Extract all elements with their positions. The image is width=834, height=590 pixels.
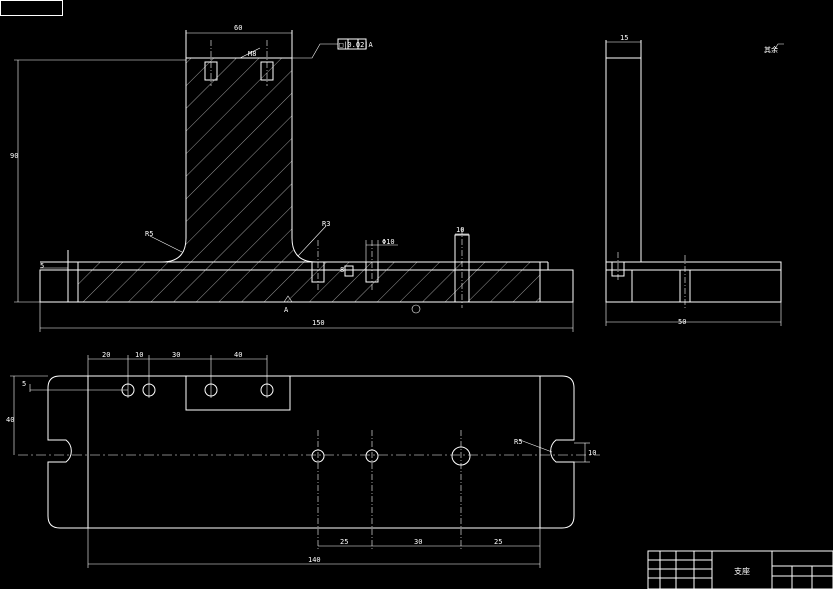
title-label: 支座 — [734, 566, 750, 576]
section-hatch — [78, 58, 540, 302]
dim-hole-size-b: Φ10 — [382, 238, 395, 246]
dim-slot-radius: R5 — [514, 438, 522, 446]
base-tapped-holes — [311, 240, 379, 290]
dim-pitch-3: 25 — [494, 538, 502, 546]
dim-side-length: 50 — [678, 318, 686, 326]
dim-side-width: 15 — [620, 34, 628, 42]
side-view: 15 50 其余 — [605, 34, 784, 326]
surface-note: 其余 — [764, 45, 778, 54]
left-counterbore — [40, 250, 69, 269]
dim-edge-offset: 5 — [40, 262, 44, 270]
dim-slot-width: 10 — [588, 449, 596, 457]
dim-base-thickness: 8 — [340, 266, 344, 274]
front-section-view — [39, 30, 574, 308]
dim-plan-width: 40 — [6, 416, 14, 424]
dim-fillet-1: R5 — [145, 230, 153, 238]
dim-spacing-a: 20 — [102, 351, 110, 359]
plan-view — [18, 355, 600, 550]
dim-plan-edge: 5 — [22, 380, 26, 388]
dim-spacing-d: 40 — [234, 351, 242, 359]
dim-pitch-2: 30 — [414, 538, 422, 546]
tolerance-frame: □|0.02|A — [339, 41, 374, 49]
dim-fillet-2: R3 — [322, 220, 330, 228]
title-block: 支座 — [647, 550, 834, 590]
dim-pin: 10 — [456, 226, 464, 234]
column-tapped-holes — [204, 40, 274, 86]
datum-label: A — [284, 306, 289, 314]
pin-hole — [454, 228, 470, 308]
dim-left-height: 90 — [10, 152, 18, 160]
dim-spacing-c: 30 — [172, 351, 180, 359]
dim-overall-length: 150 — [312, 319, 325, 327]
plan-dimensions: 20 10 30 40 5 40 25 30 25 140 R5 10 — [6, 351, 596, 568]
dim-pitch-1: 25 — [340, 538, 348, 546]
dim-hole-size-a: M8 — [248, 50, 256, 58]
dim-spacing-b: 10 — [135, 351, 143, 359]
front-dimensions: 60 90 150 □|0.02|A M8 R5 R3 Φ10 8 10 — [10, 24, 574, 332]
dim-base-length: 140 — [308, 556, 321, 564]
dim-top-width: 60 — [234, 24, 242, 32]
